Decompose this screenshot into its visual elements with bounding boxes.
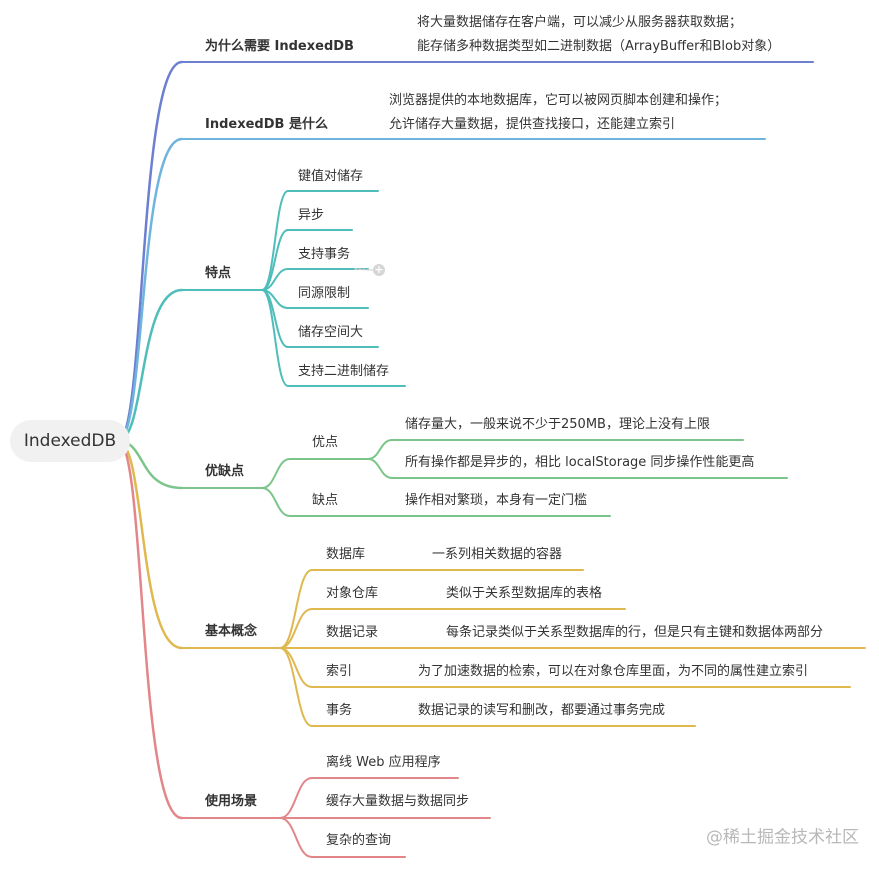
feature-item[interactable]: 支持二进制储存 xyxy=(298,364,390,379)
branch-note: 将大量数据储存在客户端，可以减少从服务器获取数据； xyxy=(417,15,743,30)
pros-cons-detail: 操作相对繁琐，本身有一定门槛 xyxy=(405,493,588,508)
branch-note: 浏览器提供的本地数据库，它可以被网页脚本创建和操作； xyxy=(389,93,728,108)
usage-item[interactable]: 缓存大量数据与数据同步 xyxy=(326,794,470,809)
concept-desc: 为了加速数据的检索，可以在对象仓库里面，为不同的属性建立索引 xyxy=(418,664,809,679)
concept-desc: 每条记录类似于关系型数据库的行，但是只有主键和数据体两部分 xyxy=(446,625,824,640)
pros-cons-item[interactable]: 优点 xyxy=(312,435,339,450)
concept-name[interactable]: 数据库 xyxy=(326,547,366,562)
branch-title[interactable]: 特点 xyxy=(205,266,232,281)
usage-item[interactable]: 离线 Web 应用程序 xyxy=(326,755,441,770)
pros-cons-item[interactable]: 缺点 xyxy=(312,493,339,508)
branch-title[interactable]: 为什么需要 IndexedDB xyxy=(205,39,354,54)
feature-item[interactable]: 同源限制 xyxy=(298,286,351,301)
branch-connector xyxy=(116,137,184,443)
concept-desc: 类似于关系型数据库的表格 xyxy=(446,586,603,601)
feature-item[interactable]: 键值对储存 xyxy=(298,169,364,184)
branch-note: 允许储存大量数据，提供查找接口，还能建立索引 xyxy=(389,117,676,132)
branch-note: 能存储多种数据类型如二进制数据（ArrayBuffer和Blob对象） xyxy=(417,39,781,54)
feature-item[interactable]: 支持事务 xyxy=(298,247,351,262)
feature-item[interactable]: 储存空间大 xyxy=(298,325,364,340)
concept-name[interactable]: 数据记录 xyxy=(326,625,379,640)
branch-connector xyxy=(116,60,184,443)
add-node-icon[interactable]: + xyxy=(373,263,385,276)
concept-name[interactable]: 事务 xyxy=(326,703,353,718)
pros-cons-detail: 储存量大，一般来说不少于250MB，理论上没有上限 xyxy=(405,417,710,432)
branch-title[interactable]: 优缺点 xyxy=(205,464,245,479)
concept-name[interactable]: 索引 xyxy=(326,664,353,679)
concept-name[interactable]: 对象仓库 xyxy=(326,586,379,601)
branch-title[interactable]: 使用场景 xyxy=(205,794,258,809)
feature-item[interactable]: 异步 xyxy=(298,208,325,223)
branch-title[interactable]: IndexedDB 是什么 xyxy=(205,117,328,132)
concept-desc: 一系列相关数据的容器 xyxy=(432,547,563,562)
pros-cons-detail: 所有操作都是异步的，相比 localStorage 同步操作性能更高 xyxy=(405,455,755,470)
branch-connector xyxy=(116,439,184,820)
branch-title[interactable]: 基本概念 xyxy=(205,624,258,639)
usage-item[interactable]: 复杂的查询 xyxy=(326,833,392,848)
concept-desc: 数据记录的读写和删改，都要通过事务完成 xyxy=(418,703,666,718)
root-node[interactable]: IndexedDB xyxy=(10,420,130,462)
watermark: @稀土掘金技术社区 xyxy=(706,827,859,848)
